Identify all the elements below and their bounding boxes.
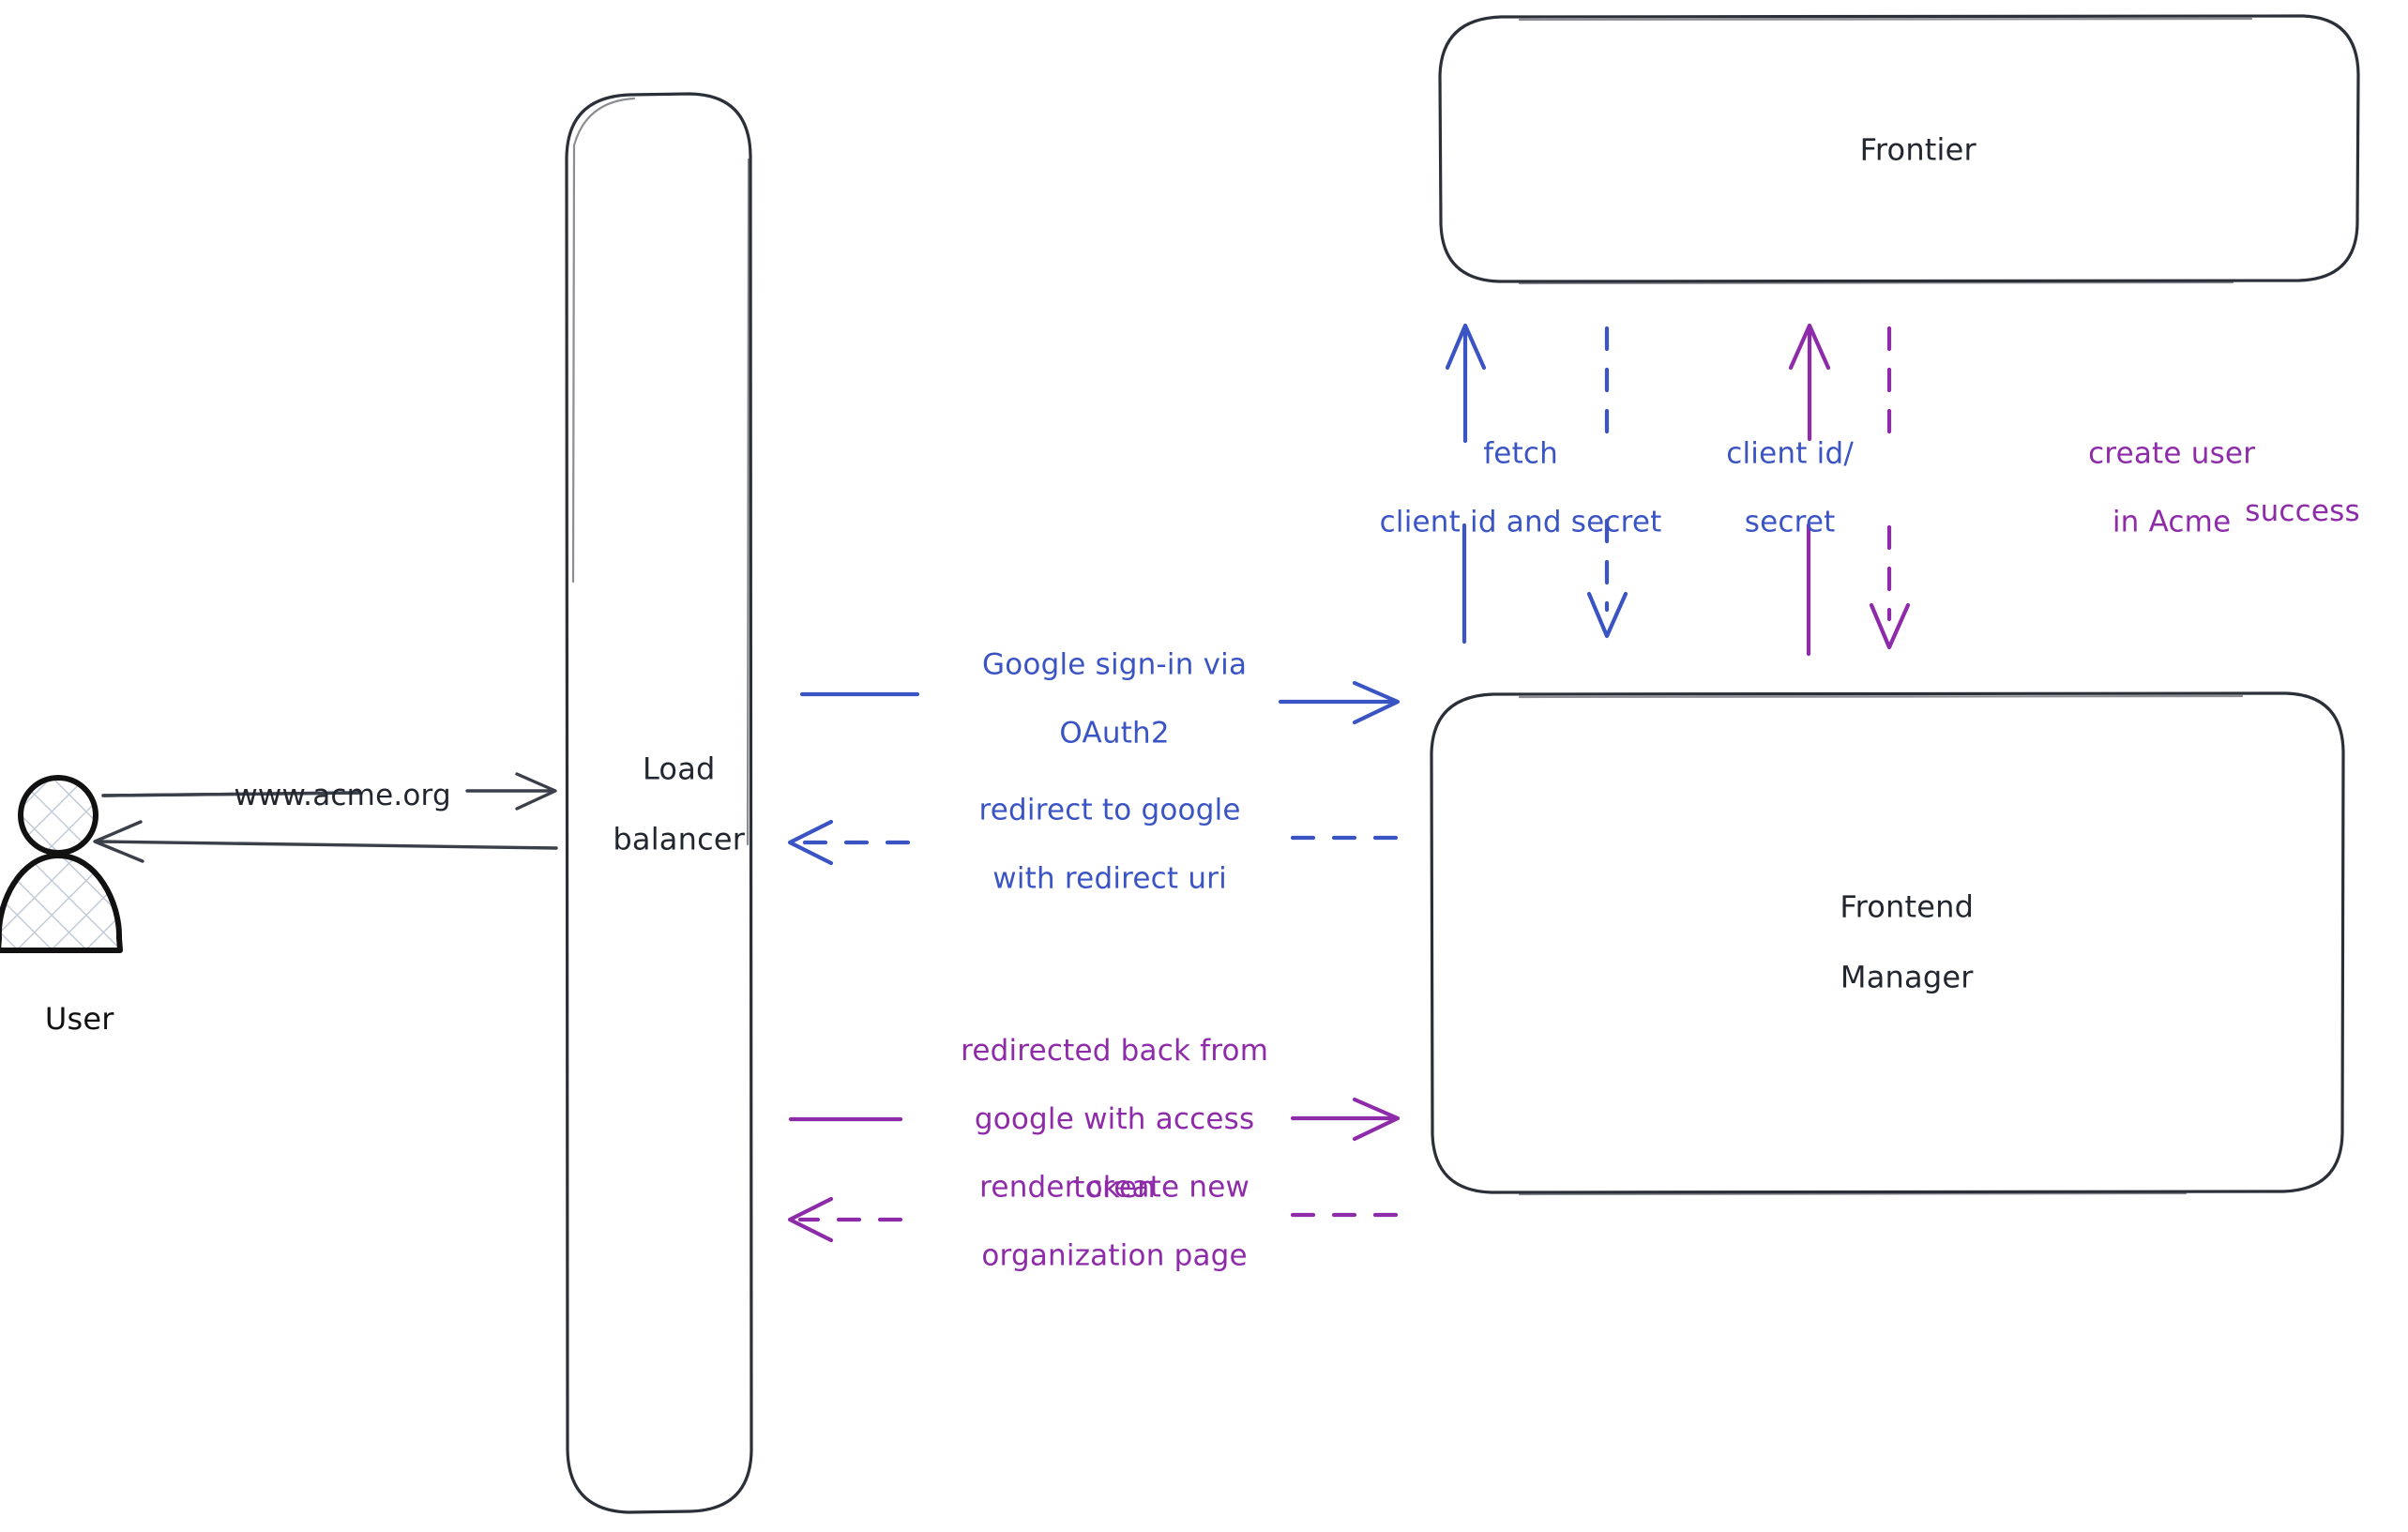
redirect-google-line2: with redirect uri bbox=[992, 861, 1227, 896]
google-signin-line2: OAuth2 bbox=[1059, 716, 1170, 751]
edge-label-render-create-org: render create new organization page bbox=[861, 1136, 1330, 1308]
fetch-line2: client id and secret bbox=[1379, 505, 1662, 539]
load-balancer-line2: balancer bbox=[613, 821, 746, 857]
client-id-secret-line1: client id/ bbox=[1726, 436, 1854, 471]
actor-user[interactable] bbox=[0, 775, 123, 953]
edge-render-create-org bbox=[787, 1196, 1399, 1243]
edge-user-to-lb bbox=[101, 772, 557, 811]
node-frontend-manager[interactable] bbox=[1430, 691, 2345, 1196]
edge-client-id-secret bbox=[1586, 326, 1628, 639]
redirect-google-line1: redirect to google bbox=[978, 793, 1241, 827]
load-balancer-line1: Load bbox=[642, 751, 716, 787]
frontier-line1: Frontier bbox=[1859, 131, 1976, 168]
edge-label-google-signin-oauth2: Google sign-in via OAuth2 bbox=[880, 614, 1311, 785]
edge-redirect-to-google bbox=[787, 819, 1399, 866]
create-user-line2: in Acme bbox=[2112, 505, 2232, 539]
actor-label-user: User bbox=[0, 966, 163, 1072]
frontend-manager-line2: Manager bbox=[1840, 959, 1974, 995]
client-id-secret-line2: secret bbox=[1744, 505, 1836, 539]
node-label-load-balancer: Load balancer bbox=[528, 717, 791, 894]
node-frontier[interactable] bbox=[1438, 14, 2360, 285]
render-create-line2: organization page bbox=[981, 1238, 1248, 1273]
redirected-back-line3: token bbox=[1073, 1170, 1156, 1205]
fetch-line1: fetch bbox=[1483, 436, 1559, 471]
node-load-balancer[interactable] bbox=[565, 92, 753, 1514]
edge-label-redirected-back-token: redirected back from google with access … bbox=[852, 999, 1340, 1239]
edge-label-www-acme-org: www.acme.org bbox=[127, 744, 521, 847]
edge-create-user-in-acme bbox=[1788, 323, 1831, 657]
create-user-line1: create user bbox=[2088, 436, 2256, 471]
redirected-back-line1: redirected back from bbox=[961, 1033, 1269, 1068]
edge-success bbox=[1869, 326, 1911, 650]
edge-label-redirect-to-google: redirect to google with redirect uri bbox=[875, 759, 1307, 931]
success-text: success bbox=[2245, 493, 2360, 528]
edge-label-fetch-client-id-and-secret: fetch client id and secret bbox=[1211, 402, 1793, 574]
edge-label-create-user-in-acme: create user in Acme bbox=[1993, 402, 2312, 574]
edge-label-success: success bbox=[2207, 460, 2408, 563]
www-acme-org-text: www.acme.org bbox=[234, 778, 451, 812]
node-label-frontier: Frontier bbox=[1711, 97, 2086, 203]
edge-label-client-id-secret: client id/ secret bbox=[1630, 402, 1912, 574]
user-label-text: User bbox=[44, 1000, 114, 1037]
edge-redirected-back-token bbox=[788, 1097, 1401, 1142]
edge-lb-to-user bbox=[93, 820, 558, 863]
edge-fetch-client-id-and-secret bbox=[1445, 323, 1487, 645]
edge-google-signin-oauth2 bbox=[799, 680, 1401, 725]
google-signin-line1: Google sign-in via bbox=[982, 647, 1248, 682]
render-create-line1: render create new bbox=[979, 1170, 1250, 1205]
node-label-frontend-manager: Frontend Manager bbox=[1700, 855, 2075, 1032]
frontend-manager-line1: Frontend bbox=[1840, 888, 1975, 925]
redirected-back-line2: google with access bbox=[974, 1101, 1255, 1136]
